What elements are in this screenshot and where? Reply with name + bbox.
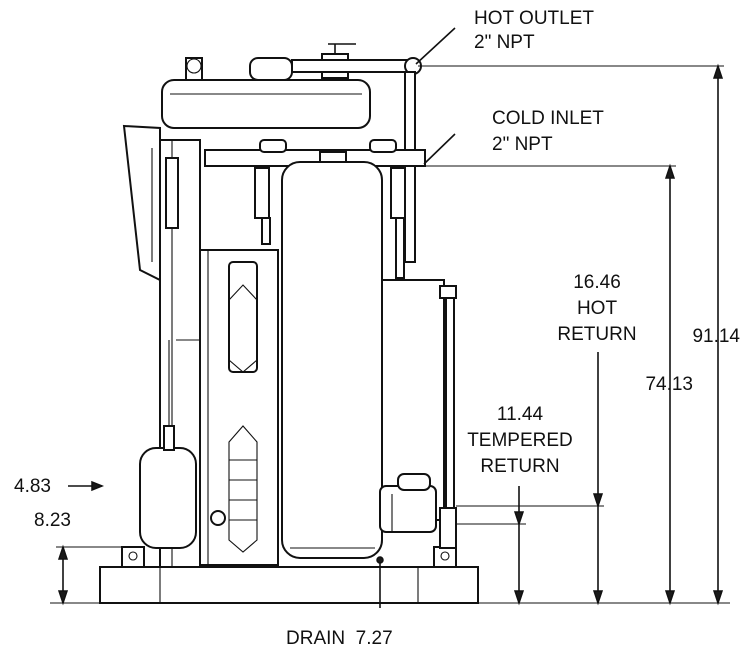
hot-outlet-pipe (291, 59, 411, 73)
tempered-return-value: 11.44 (497, 404, 544, 425)
recirc-pump (379, 485, 437, 533)
hot-outlet-label-1: HOT OUTLET (474, 8, 594, 29)
hot-outlet-label-2: 2" NPT (474, 32, 535, 53)
base-skid (99, 566, 479, 604)
drain-label: DRAIN 7.27 (286, 628, 393, 649)
heater-unit (99, 43, 479, 608)
overall-height-label: 91.14 (692, 326, 740, 347)
cold-inlet-label-2: 2" NPT (492, 134, 553, 155)
hot-return-label-1: HOT (577, 298, 618, 319)
tempered-return-label-1: TEMPERED (467, 430, 573, 451)
labels: HOT OUTLET 2" NPT COLD INLET 2" NPT 16.4… (14, 8, 740, 649)
dim-483-label: 4.83 (14, 476, 51, 497)
control-box (122, 124, 161, 282)
cold-inlet-height-label: 74.13 (645, 374, 693, 395)
hot-return-value: 16.46 (573, 272, 621, 293)
secondary-tank (381, 279, 445, 521)
dimension-lines (50, 27, 730, 606)
cold-inlet-label-1: COLD INLET (492, 108, 604, 129)
hot-return-label-2: RETURN (557, 324, 636, 345)
tempered-return-label-2: RETURN (480, 456, 559, 477)
storage-tank (281, 161, 383, 559)
top-header (161, 79, 371, 129)
dim-823-label: 8.23 (34, 510, 71, 531)
expansion-tank (139, 447, 197, 549)
